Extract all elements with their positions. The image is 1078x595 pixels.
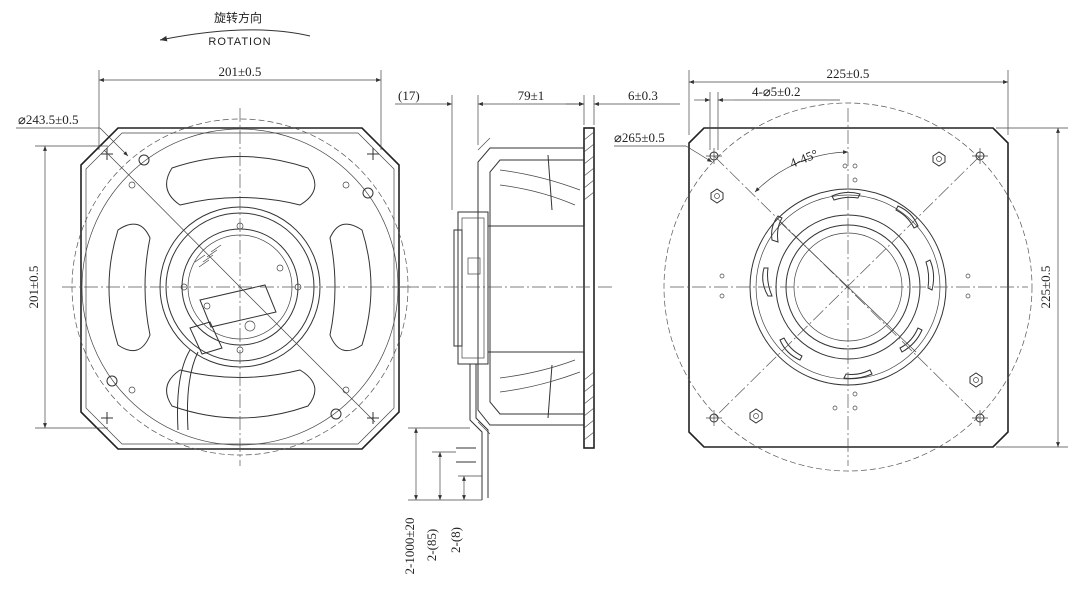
lead-length-dim: 2-1000±20	[402, 518, 417, 575]
rotation-label-en: ROTATION	[208, 36, 271, 48]
rear-diagonal-2	[713, 155, 981, 419]
front-hole-bl	[106, 375, 118, 387]
rotation-indicator: 旋转方向 ROTATION	[159, 10, 311, 48]
rotation-label-cn: 旋转方向	[214, 10, 262, 25]
rear-view	[663, 102, 1033, 472]
side-dimensions: (17) 79±1 6±0.3 2-1000±20 2-(85) 2-(8)	[395, 88, 680, 574]
front-hole-tr	[362, 187, 374, 199]
front-height-dim: 201±0.5	[26, 266, 41, 309]
front-opening-bottom	[166, 369, 316, 419]
side-terminal	[467, 257, 481, 275]
side-lead-wire	[469, 364, 483, 500]
venturi-dia-dim: ⌀243.5±0.5	[18, 112, 78, 127]
angle-dim: 4-45°	[788, 146, 821, 171]
front-lead-wire	[177, 349, 191, 431]
side-motor-cap	[453, 229, 463, 347]
front-lead-wire-2	[186, 351, 199, 431]
rear-hex-nuts	[710, 151, 983, 424]
front-small-hole-3	[128, 386, 136, 394]
cable-gland	[189, 321, 223, 355]
side-motor-body	[487, 225, 585, 353]
front-diagonal	[103, 149, 241, 288]
front-cross-marks	[101, 148, 379, 424]
rear-dimensions: 225±0.5 225±0.5 4-⌀5±0.2 ⌀265±0.5 4-45°	[614, 66, 1068, 448]
front-small-hole-2	[342, 181, 350, 189]
front-hole-tl	[138, 154, 150, 166]
depth-dim: 79±1	[518, 88, 545, 103]
front-opening-right	[329, 223, 372, 352]
rotation-arrow-icon	[159, 29, 311, 42]
hub-bolt	[244, 320, 256, 332]
rear-pcd-circle	[663, 102, 1033, 472]
front-hole-br	[330, 408, 342, 420]
hub-screw-6	[203, 302, 211, 310]
front-width-dim: 201±0.5	[219, 64, 262, 79]
rear-height-dim: 225±0.5	[1038, 266, 1053, 309]
holes-dim: 4-⌀5±0.2	[752, 84, 801, 99]
front-opening-top	[166, 156, 316, 206]
side-flange-hatch	[583, 131, 595, 441]
pcd-dim: ⌀265±0.5	[614, 130, 665, 145]
tin-length-dim: 2-(8)	[448, 527, 463, 553]
side-view	[400, 127, 612, 500]
hub-screw-5	[276, 264, 284, 272]
front-small-hole-1	[128, 181, 136, 189]
side-blade-1	[499, 169, 581, 191]
front-frame-inner	[85, 132, 395, 445]
side-shroud	[477, 147, 584, 426]
terminal-box	[199, 284, 277, 328]
front-small-hole-4	[342, 386, 350, 394]
front-dimensions: 201±0.5 201±0.5 ⌀243.5±0.5	[16, 64, 382, 429]
flange-dim: 6±0.3	[628, 88, 658, 103]
side-blade-2	[499, 371, 581, 393]
strip-length-dim: 2-(85)	[424, 529, 439, 562]
rear-frame-outline	[688, 127, 1009, 448]
angle-arc	[754, 150, 849, 193]
front-view	[62, 108, 418, 466]
front-frame-outline	[80, 127, 400, 450]
rear-width-dim: 225±0.5	[827, 66, 870, 81]
front-opening-left	[108, 223, 151, 352]
offset-dim: (17)	[398, 88, 420, 103]
